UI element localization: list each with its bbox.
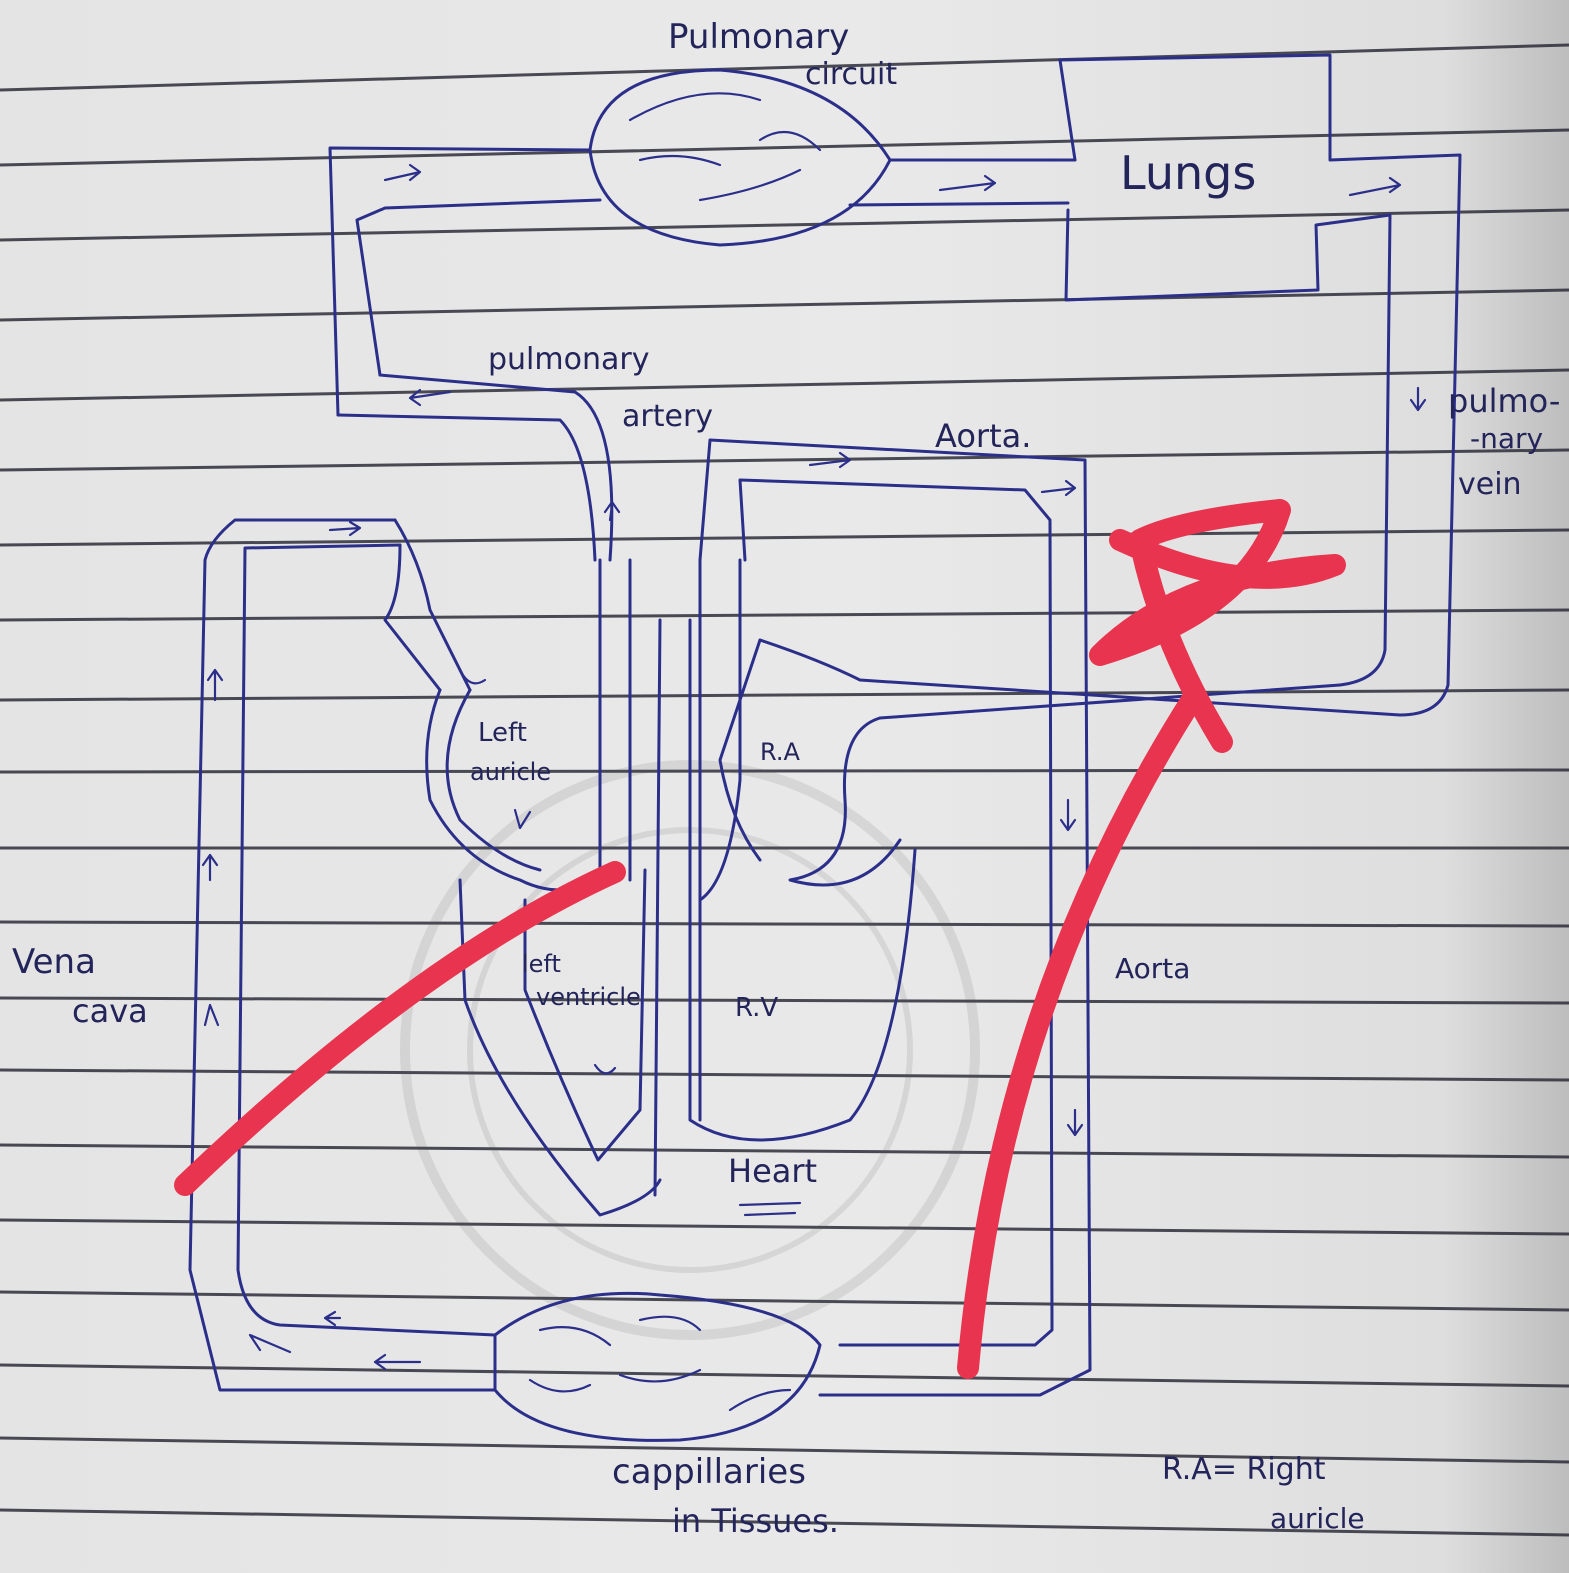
lungs-label: Lungs <box>1120 150 1256 196</box>
left-ventricle-label-2: ventricle <box>536 985 641 1009</box>
pulmonary-vein-label: pulmo- <box>1448 385 1560 417</box>
left-ventricle-label: left <box>522 952 561 976</box>
left-auricle-label: Left <box>478 720 527 746</box>
capillaries-label: cappillaries <box>612 1455 806 1489</box>
pulmonary-vein-branch <box>760 640 1400 718</box>
ra-label: R.A <box>760 740 800 764</box>
capillaries-label-2: in Tissues. <box>672 1505 839 1537</box>
vein-arrow <box>1411 388 1425 410</box>
pulmonary-circuit-label: Pulmonary <box>668 20 849 54</box>
rv-label: R.V <box>735 995 778 1021</box>
pulmonary-circuit-label-2: circuit <box>805 60 897 90</box>
left-auricle-label-2: auricle <box>470 760 551 784</box>
pulmonary-vein-label-2: -nary <box>1470 425 1543 453</box>
systemic-circuit <box>190 520 820 1440</box>
vena-cava-label-2: cava <box>72 995 148 1027</box>
heart-label: Heart <box>728 1155 817 1187</box>
legend-ra-2: auricle <box>1270 1505 1365 1533</box>
aorta-top-label: Aorta. <box>935 420 1031 452</box>
vena-cava-label: Vena <box>12 945 96 979</box>
pulmonary-artery-label: pulmonary <box>488 345 649 375</box>
pulmonary-artery-label-2: artery <box>622 402 713 432</box>
legend-ra: R.A= Right <box>1162 1455 1326 1485</box>
pulmonary-vein-label-3: vein <box>1458 470 1522 500</box>
aorta-right-label: Aorta <box>1115 955 1190 983</box>
ruled-lines <box>0 45 1569 1535</box>
heart-drawing <box>427 502 915 1215</box>
